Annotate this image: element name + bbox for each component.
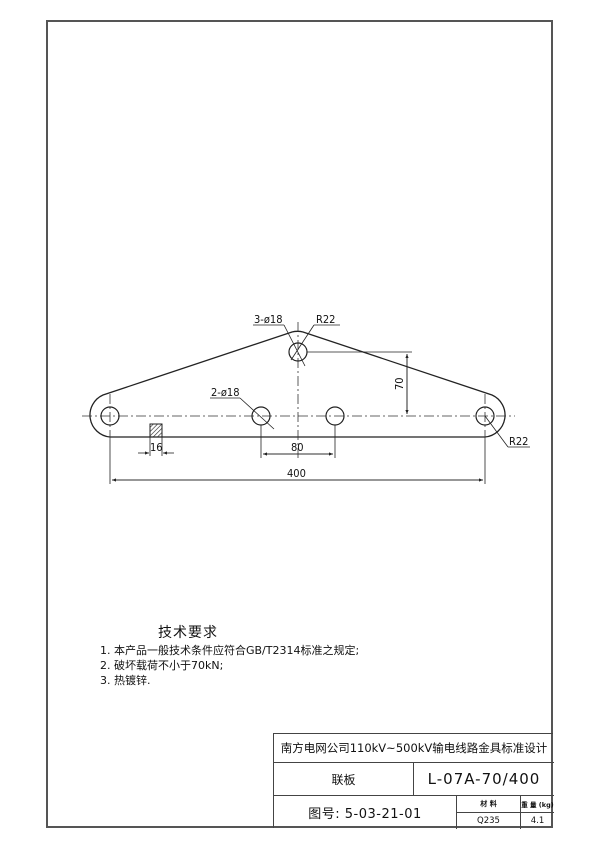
right-radius-label: R22 [509, 435, 528, 448]
top-radius-label: R22 [316, 313, 335, 326]
spacing-dim-label: 80 [291, 441, 304, 454]
notes-title: 技术要求 [158, 625, 218, 641]
weight-header: 重 量 (kg) [521, 796, 554, 813]
material-value: Q235 [457, 813, 521, 829]
plate-outline [89, 330, 506, 438]
drawing-number: 图号: 5-03-21-01 [274, 796, 457, 829]
part-name: 联板 [274, 763, 414, 796]
title-block: 南方电网公司110kV~500kV输电线路金具标准设计 联板 L-07A-70/… [273, 733, 554, 829]
drawing-frame [46, 20, 553, 828]
hole-left [100, 406, 120, 426]
thickness-dim-label: 16 [150, 441, 163, 454]
length-dim-label: 400 [287, 467, 306, 480]
material-header: 材 料 [457, 796, 521, 813]
note-item: 1. 本产品一般技术条件应符合GB/T2314标准之规定; [100, 644, 360, 657]
note-item: 2. 破坏载荷不小于70kN; [100, 659, 224, 672]
note-item: 3. 热镀锌. [100, 674, 151, 687]
technical-requirements: 技术要求 1. 本产品一般技术条件应符合GB/T2314标准之规定; 2. 破坏… [100, 626, 359, 688]
dimension-lines [109, 324, 530, 484]
mid-hole-callout: 2-ø18 [211, 386, 240, 399]
center-lines [82, 322, 515, 460]
project-title: 南方电网公司110kV~500kV输电线路金具标准设计 [274, 734, 554, 763]
height-dim-label: 70 [393, 377, 406, 390]
thickness-section [149, 423, 163, 438]
holes [100, 342, 495, 426]
hole-right [475, 406, 495, 426]
dimension-text: 3-ø18 R22 2-ø18 R22 70 80 400 16 [150, 313, 528, 480]
part-code: L-07A-70/400 [414, 763, 554, 796]
weight-value: 4.1 [530, 816, 545, 826]
top-hole-callout: 3-ø18 [254, 313, 283, 326]
